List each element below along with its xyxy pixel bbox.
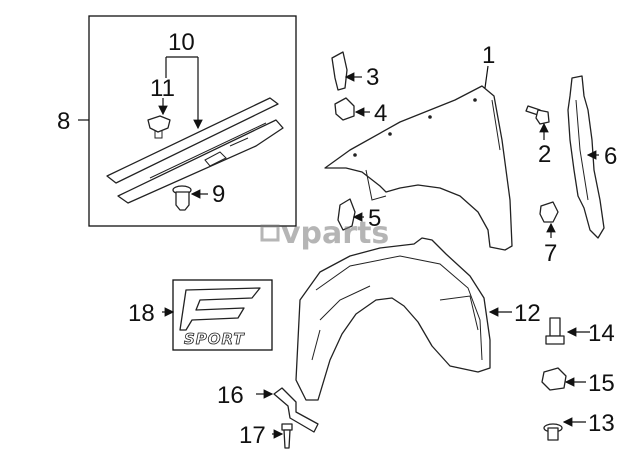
callout-12: 12 xyxy=(514,300,541,327)
fender-plug[interactable] xyxy=(539,201,559,223)
push-fastener[interactable] xyxy=(543,423,563,441)
callout-3: 3 xyxy=(366,64,379,91)
callout-9: 9 xyxy=(212,181,225,208)
callout-10: 10 xyxy=(168,29,195,56)
flange-bolt[interactable] xyxy=(545,317,565,345)
callout-18: 18 xyxy=(128,300,155,327)
molding-clip[interactable] xyxy=(147,115,171,139)
leader-lines xyxy=(78,56,599,439)
callout-6: 6 xyxy=(604,143,617,170)
callout-14: 14 xyxy=(588,320,615,347)
fender-bracket[interactable] xyxy=(331,51,348,91)
callout-2: 2 xyxy=(538,141,551,168)
callout-13: 13 xyxy=(588,410,615,437)
callout-11: 11 xyxy=(150,75,175,102)
fender-side-bracket[interactable] xyxy=(567,75,605,239)
fender-pad[interactable] xyxy=(334,97,355,121)
push-clip[interactable] xyxy=(172,185,192,211)
callout-1: 1 xyxy=(482,42,495,69)
fender-bolt[interactable] xyxy=(525,105,550,125)
clip-nut[interactable] xyxy=(541,367,567,391)
vparts-watermark: vparts xyxy=(260,216,389,251)
lower-bracket[interactable] xyxy=(337,198,356,231)
callout-7: 7 xyxy=(544,240,557,267)
callout-17: 17 xyxy=(239,422,266,449)
callout-8: 8 xyxy=(57,108,70,135)
fender-panel[interactable] xyxy=(324,85,513,251)
molding-group-box xyxy=(88,15,297,227)
f-sport-emblem[interactable]: SPORT xyxy=(172,279,273,351)
fender-liner[interactable] xyxy=(295,237,491,401)
liner-strip[interactable] xyxy=(273,387,319,433)
watermark-text: vparts xyxy=(281,216,389,251)
callout-4: 4 xyxy=(374,100,387,127)
callout-16: 16 xyxy=(217,382,244,409)
callout-15: 15 xyxy=(588,370,615,397)
fender-molding[interactable] xyxy=(106,97,284,204)
callout-5: 5 xyxy=(368,205,381,232)
badge-text: SPORT xyxy=(184,330,245,348)
liner-screw[interactable] xyxy=(281,423,293,449)
